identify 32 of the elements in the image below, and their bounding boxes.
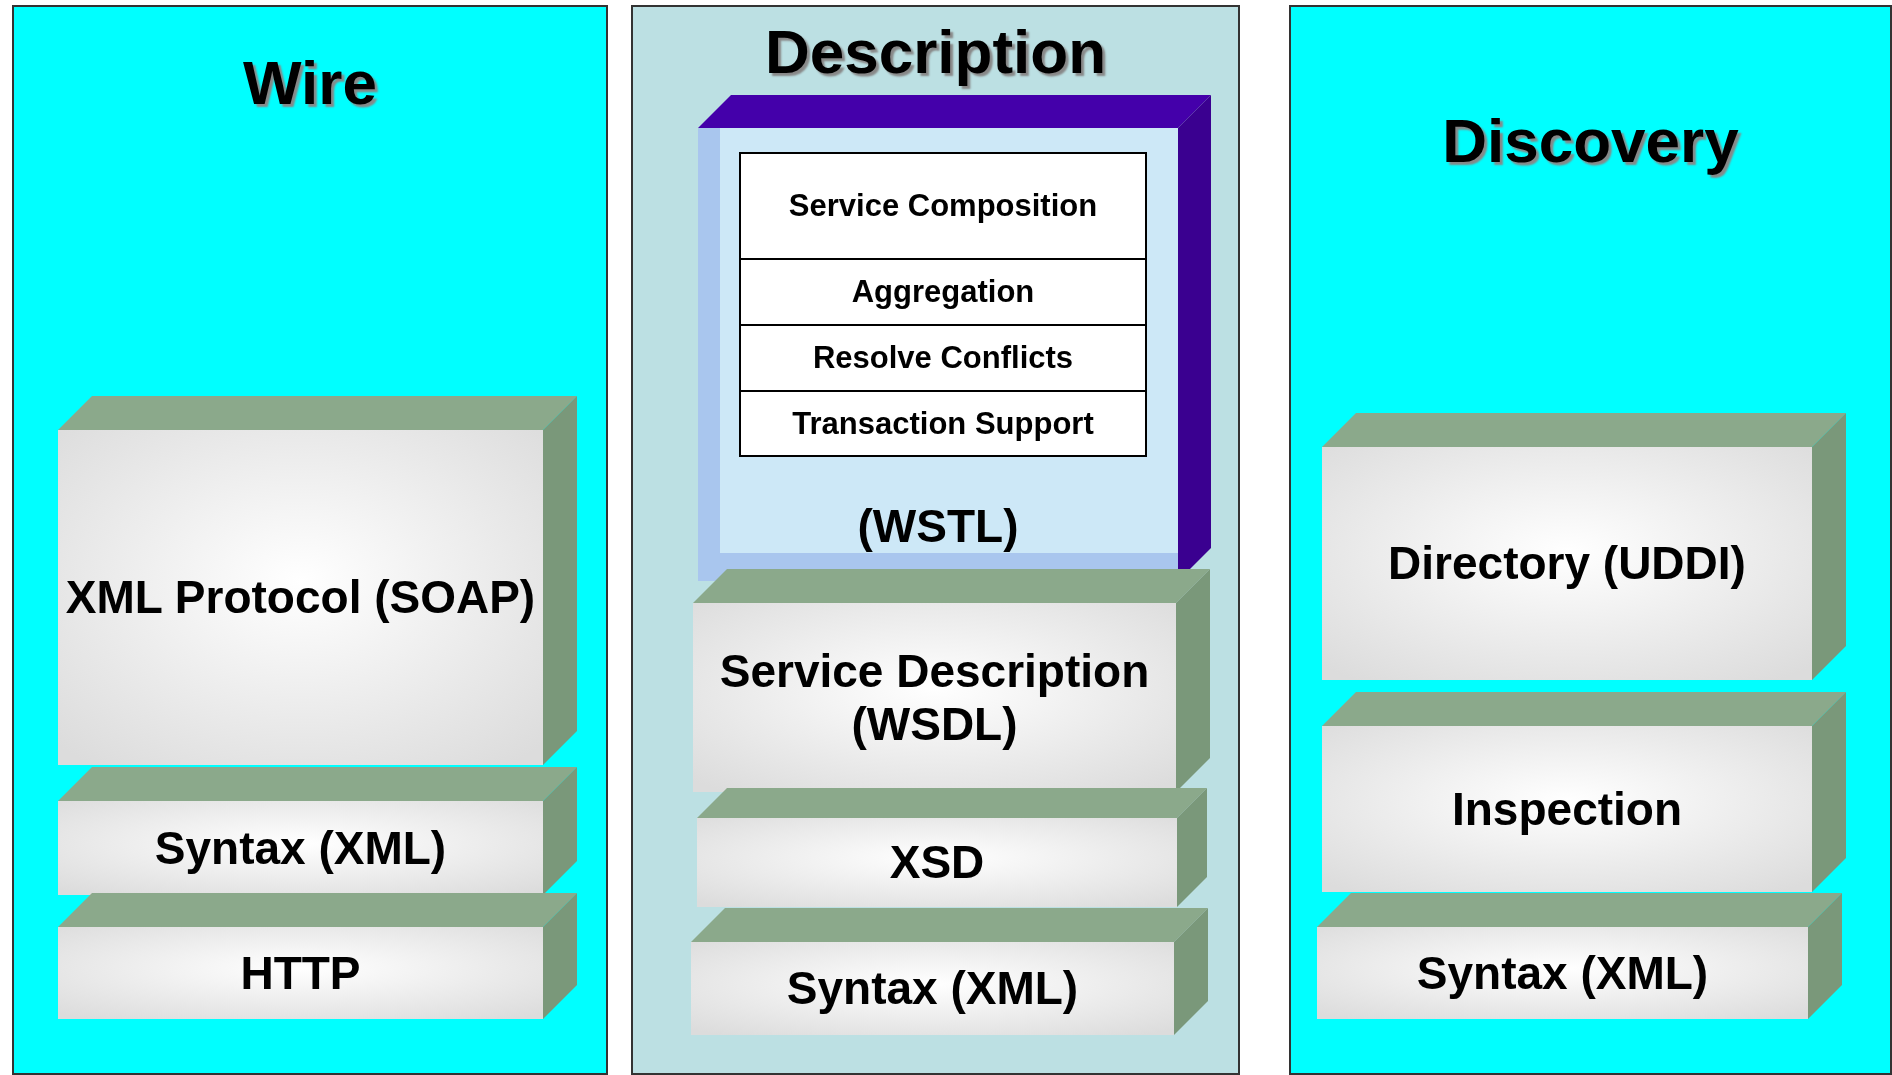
row-label: Service Composition — [788, 187, 1098, 225]
layer-label: (WSTL) — [856, 498, 1020, 554]
layer-block — [697, 788, 1207, 907]
layer-label: XSD — [888, 835, 986, 891]
layer-label: XML Protocol (SOAP) — [64, 570, 537, 626]
layer-label: Syntax (XML) — [1415, 945, 1710, 1001]
row-label: Transaction Support — [792, 404, 1094, 443]
column-panel — [1289, 5, 1892, 1075]
layer-block — [693, 569, 1210, 792]
layer-block — [58, 767, 577, 895]
layer-label: Directory (UDDI) — [1387, 536, 1747, 592]
stack-row — [739, 258, 1147, 326]
layer-block — [691, 908, 1208, 1035]
column-panel — [12, 5, 608, 1075]
stack-row — [739, 152, 1147, 260]
layer-block — [1317, 893, 1842, 1019]
layer-block — [1322, 413, 1846, 680]
layer-label: Syntax (XML) — [785, 961, 1080, 1017]
column-panel — [631, 5, 1240, 1075]
layer-block — [58, 396, 577, 765]
layer-frame — [698, 95, 1211, 581]
layer-block — [58, 893, 577, 1019]
layer-label: Syntax (XML) — [153, 820, 448, 876]
layer-label: HTTP — [239, 945, 362, 1001]
layer-label: Service Description (WSDL) — [718, 643, 1151, 752]
layer-block — [1322, 692, 1846, 892]
row-label: Aggregation — [851, 273, 1035, 311]
layer-label: Inspection — [1451, 781, 1683, 837]
column-heading: Wire — [242, 52, 378, 114]
stack-row — [739, 324, 1147, 392]
stack-row — [739, 390, 1147, 457]
row-label: Resolve Conflicts — [812, 339, 1074, 377]
